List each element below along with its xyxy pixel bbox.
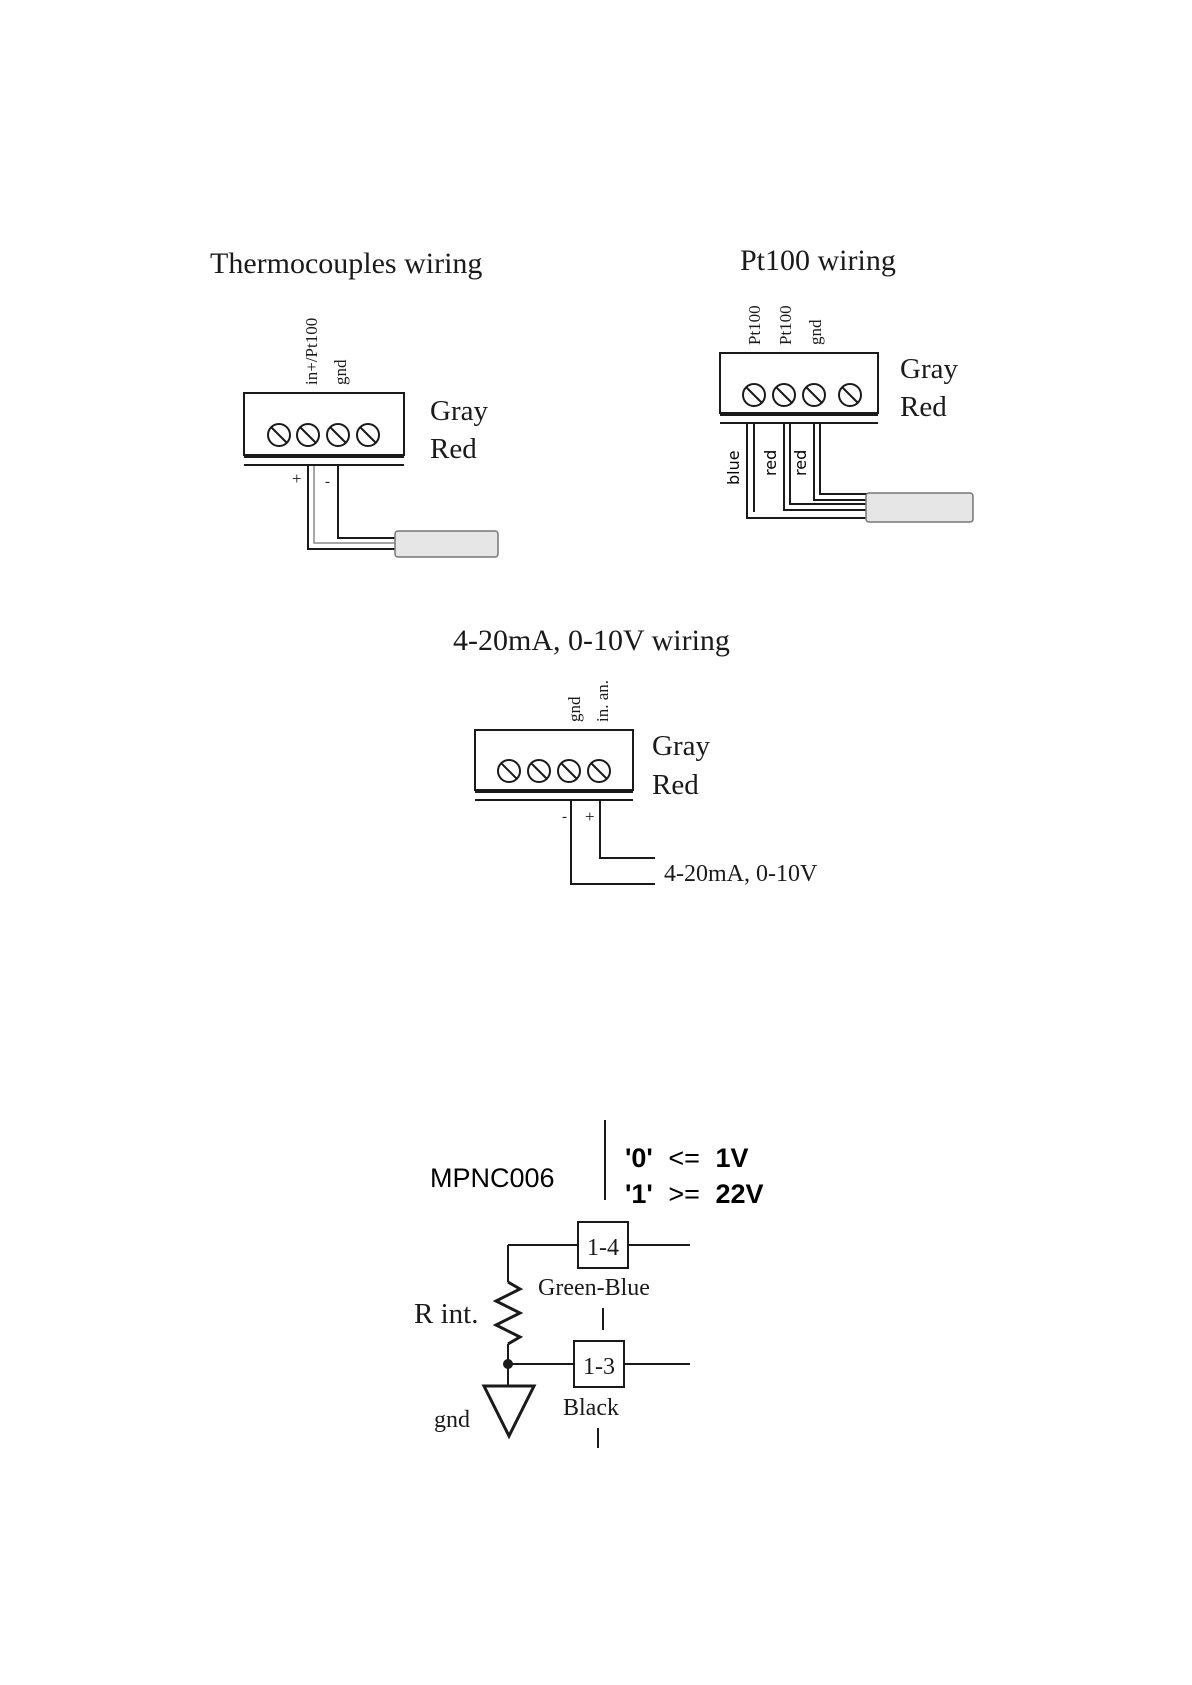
pt100-terminal-label-1: Pt100	[745, 305, 764, 345]
thermocouple-terminal-label-gnd: gnd	[331, 359, 350, 385]
pt100-diagram: Pt100 wiring Pt100 Pt100 gnd Gray Red bl…	[720, 244, 973, 522]
analog-terminal-label-in-an: in. an.	[593, 680, 612, 722]
pt100-wire-label-red-2: red	[791, 450, 810, 476]
pt100-wire-label-blue: blue	[724, 450, 743, 485]
logic1-prefix: '1'	[625, 1179, 653, 1209]
analog-terminal-block	[475, 730, 633, 800]
pt100-case-color-2: Red	[900, 391, 947, 423]
analog-terminal-label-gnd: gnd	[565, 696, 584, 722]
logic1-operator: >=	[668, 1179, 700, 1209]
resistor-icon	[496, 1282, 520, 1344]
thermocouple-polarity-plus: +	[292, 469, 302, 488]
pt100-title: Pt100 wiring	[740, 244, 896, 277]
analog-case-color-1: Gray	[652, 730, 710, 762]
thermocouple-terminal-label-in: in+/Pt100	[302, 318, 321, 385]
thermocouple-probe	[395, 531, 498, 557]
pt100-probe	[866, 493, 973, 522]
analog-cable	[571, 801, 655, 884]
pin-bottom-wire-label: Black	[563, 1395, 619, 1421]
mpnc-logic1-line: '1' >= 22V	[625, 1179, 763, 1209]
analog-diagram: 4-20mA, 0-10V wiring gnd in. an. Gray Re…	[453, 624, 818, 887]
pt100-case-color-1: Gray	[900, 353, 958, 385]
pin-bottom-label: 1-3	[583, 1354, 615, 1380]
pt100-terminal-label-2: Pt100	[776, 305, 795, 345]
thermocouple-title: Thermocouples wiring	[210, 247, 482, 280]
thermocouple-terminal-block	[244, 393, 404, 465]
thermocouple-cable	[308, 466, 400, 549]
pt100-terminal-label-gnd: gnd	[806, 319, 825, 345]
pt100-wire-label-red-1: red	[761, 450, 780, 476]
logic0-prefix: '0'	[625, 1143, 653, 1173]
thermocouple-polarity-minus: -	[325, 474, 330, 490]
mpnc-model-label: MPNC006	[430, 1163, 555, 1193]
analog-polarity-plus: +	[585, 807, 595, 826]
thermocouple-diagram: Thermocouples wiring in+/Pt100 gnd Gray …	[210, 247, 498, 557]
analog-case-color-2: Red	[652, 769, 699, 801]
logic1-value: 22V	[715, 1179, 763, 1209]
mpnc-diagram: MPNC006 '0' <= 1V '1' >= 22V 1-4 Green-B…	[414, 1120, 763, 1448]
analog-signal-label: 4-20mA, 0-10V	[664, 861, 818, 887]
thermocouple-case-color-2: Red	[430, 433, 477, 465]
pin-top-wire-label: Green-Blue	[538, 1275, 650, 1301]
logic0-value: 1V	[715, 1143, 748, 1173]
thermocouple-case-color-1: Gray	[430, 395, 488, 427]
mpnc-logic0-line: '0' <= 1V	[625, 1143, 748, 1173]
pin-top-label: 1-4	[587, 1235, 619, 1261]
ground-icon	[484, 1386, 534, 1436]
analog-title: 4-20mA, 0-10V wiring	[453, 624, 730, 657]
logic0-operator: <=	[668, 1143, 700, 1173]
resistor-label: R int.	[414, 1298, 478, 1330]
pt100-terminal-block	[720, 353, 878, 423]
analog-polarity-minus: -	[562, 809, 567, 825]
ground-label: gnd	[434, 1407, 470, 1433]
